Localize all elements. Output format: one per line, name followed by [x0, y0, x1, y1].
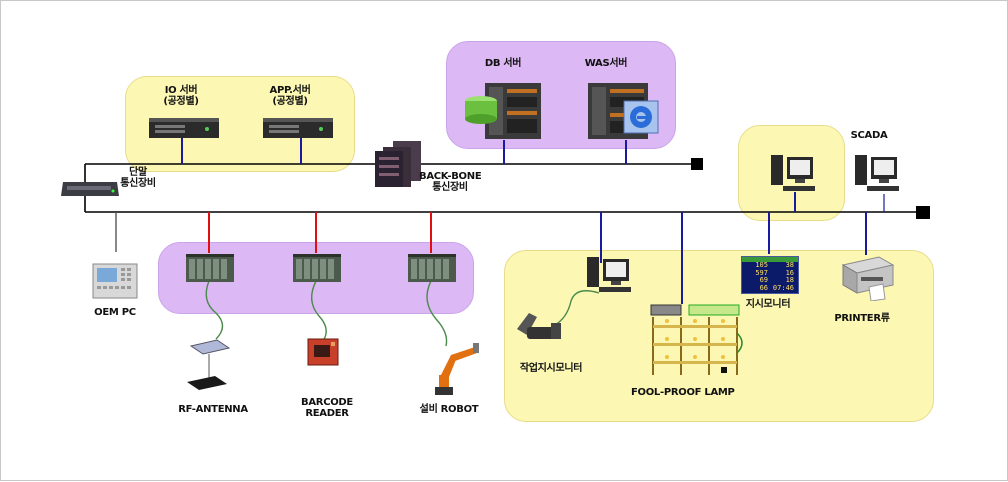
plc-module-icon — [293, 254, 341, 282]
display-board-value: 16 — [785, 268, 794, 277]
foolproof-lamp-label: FOOL-PROOF LAMP — [631, 387, 735, 398]
robot-cable — [426, 280, 448, 347]
rf-antenna-cable — [205, 280, 224, 340]
bus-terminator-icon — [691, 158, 703, 170]
desktop-pc-icon — [855, 155, 899, 191]
rfid-antenna-icon — [187, 339, 231, 390]
db-server-label: DB 서버 — [484, 58, 522, 69]
operator-panel-icon — [92, 263, 138, 299]
facility-robot-label: 설비 ROBOT — [419, 404, 479, 415]
terminal-comm-label: 단말 통신장비 — [120, 167, 156, 189]
display-board-rows: 105 38 597 16 69 18 66 07:46 — [742, 261, 798, 292]
was-server-label: WAS서버 — [584, 58, 628, 69]
shelf-rack-icon — [650, 304, 743, 375]
oem-pc-label: OEM PC — [94, 307, 136, 318]
display-board-value: 597 — [755, 268, 768, 277]
display-board-value: 69 — [759, 276, 768, 285]
scada-label: SCADA — [850, 130, 888, 141]
plc-module-icon — [186, 254, 234, 282]
instruction-monitor-label: 지시모니터 — [745, 299, 791, 310]
label-printer-icon — [841, 256, 895, 301]
network-switch-icon — [61, 182, 119, 196]
barcode-reader-label: BARCODE READER — [301, 397, 353, 419]
scanner-cable — [552, 290, 600, 327]
display-board-value: 105 — [755, 261, 768, 269]
rack-server-icon — [149, 118, 219, 138]
desktop-pc-icon — [587, 257, 631, 292]
industrial-robot-icon — [435, 343, 479, 395]
barcode-cable — [311, 280, 327, 342]
ie-logo-icon — [623, 100, 659, 134]
rack-server-icon — [263, 118, 333, 138]
plc-module-icon — [408, 254, 456, 282]
display-board-value: 38 — [785, 261, 794, 269]
barcode-reader-icon — [307, 338, 339, 366]
display-board-value: 07:46 — [772, 283, 794, 292]
db-server-icon — [465, 83, 541, 139]
rf-antenna-label: RF-ANTENNA — [178, 404, 248, 415]
desktop-pc-icon — [771, 155, 815, 191]
printer-label: PRINTER류 — [834, 313, 890, 324]
display-board-icon: 105 38 597 16 69 18 66 07:46 — [741, 256, 799, 294]
app-server-label: APP.서버 (공정별) — [269, 85, 311, 107]
bus-terminator-icon — [916, 206, 930, 219]
backbone-comm-label: BACK-BONE 통신장비 — [419, 171, 482, 193]
handheld-scanner-icon — [517, 313, 561, 339]
display-board-value: 66 — [759, 283, 768, 292]
io-server-label: IO 서버 (공정별) — [163, 85, 199, 107]
display-board-value: 18 — [785, 276, 794, 285]
backbone-switch-icon — [375, 141, 421, 187]
work-monitor-label: 작업지시모니터 — [519, 363, 583, 374]
